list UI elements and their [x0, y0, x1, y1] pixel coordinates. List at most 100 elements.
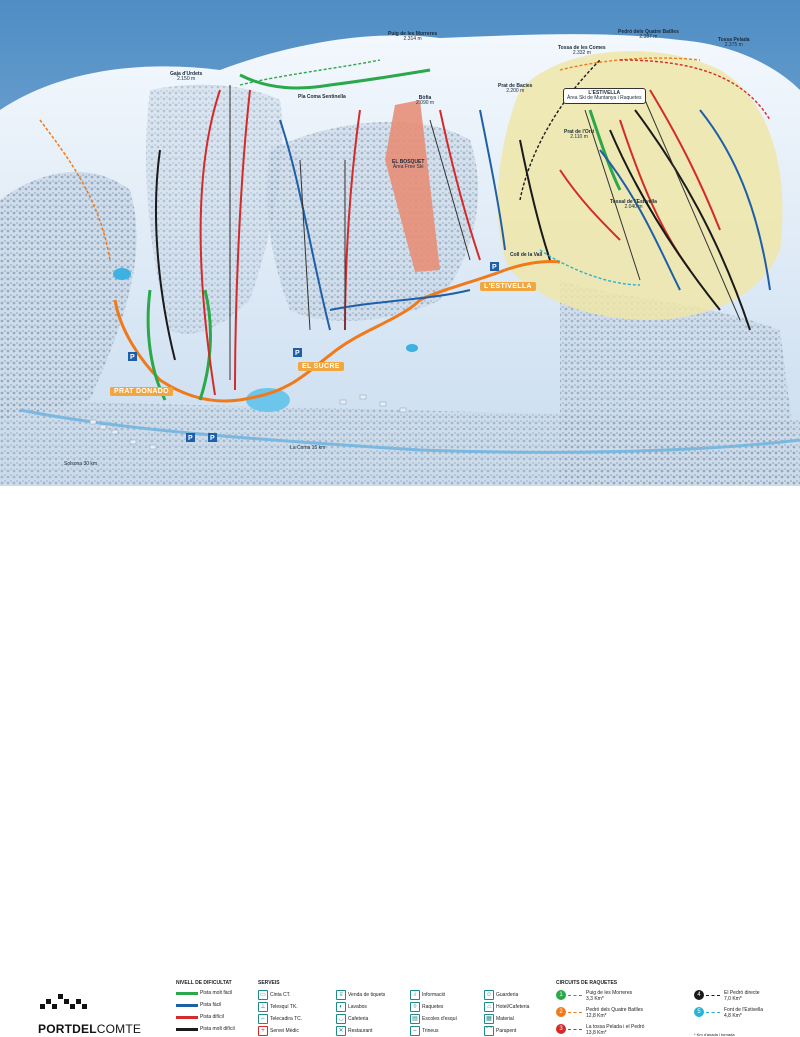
sled-icon: ⌣ [410, 1026, 420, 1036]
equipment-icon: ▦ [484, 1014, 494, 1024]
valley-road [19, 408, 800, 454]
service-label: Material [496, 1016, 514, 1022]
service-label: Cafeteria [348, 1016, 369, 1022]
medical-icon: + [258, 1026, 268, 1036]
ticket-icon: ≡ [336, 990, 346, 1000]
forest-upper [146, 84, 283, 334]
service-label: Raquetes [422, 1004, 444, 1010]
trail-west [39, 119, 111, 261]
nursery-icon: ☺ [484, 990, 494, 1000]
freeski-zone [385, 100, 440, 272]
school-icon: ▤ [410, 1014, 420, 1024]
svg-text:P: P [130, 354, 135, 361]
cafe-icon: ◡ [336, 1014, 346, 1024]
circuit-5-line [706, 1012, 720, 1013]
svg-text:P: P [210, 435, 215, 442]
circuit-1-line [568, 995, 582, 996]
circuit-3-line [568, 1029, 582, 1030]
service-label: Hotel/Cafeteria [496, 1004, 530, 1010]
access-road-estivella [504, 260, 561, 272]
parking-icons: P P P P P [128, 262, 499, 442]
service-label: Guarderia [496, 992, 519, 998]
belt-icon: ▭ [258, 990, 268, 1000]
service-label: Telecadira TC. [270, 1016, 303, 1022]
snowshoe-icon: ◊ [410, 1002, 420, 1012]
difficulty-swatch-green [176, 992, 198, 995]
service-label: Informació [422, 992, 446, 998]
pistes-red [199, 89, 721, 396]
service-label: Telesquí TK. [270, 1004, 298, 1010]
service-label: Lavabos [348, 1004, 367, 1010]
pond-icon [406, 344, 418, 352]
road-solsona: Solsona 30 km [64, 461, 98, 467]
circuits-title: CIRCUITS DE RAQUETES [556, 980, 618, 986]
svg-text:P: P [295, 350, 300, 357]
circuit-5-badge: 5 [694, 1007, 704, 1017]
area-prat-donado: PRAT DONADO [110, 387, 173, 396]
hotel-icon: ⌂ [484, 1002, 494, 1012]
label-pla-coma: Pla Coma Sentinella [298, 94, 346, 100]
info-icon: i [410, 990, 420, 1000]
toilet-icon: ◐ [336, 1002, 346, 1012]
svg-text:P: P [492, 264, 497, 271]
difficulty-label: Pista fàcil [200, 1002, 222, 1008]
draglift-icon: ⊥ [258, 1002, 268, 1012]
paraglide-icon: ⌒ [484, 1026, 494, 1036]
road-la-coma: La Coma 15 km [290, 445, 326, 451]
reservoir-icon [246, 388, 290, 412]
circuit-4-badge: 4 [694, 990, 704, 1000]
circuits-note: * Km d'anada i tornada [694, 1032, 735, 1037]
difficulty-label: Pista molt fàcil [200, 990, 233, 996]
forest-west [0, 171, 137, 420]
area-el-sucre: EL SUCRE [298, 362, 344, 371]
peak-coll-vall: Coll de la Vall [510, 252, 543, 258]
service-label: Venda de tiquets [348, 992, 386, 998]
circuit-2-line [568, 1012, 582, 1013]
service-label: Parapent [496, 1028, 517, 1034]
difficulty-title: NIVELL DE DIFICULTAT [176, 980, 232, 986]
brand-logo-icon [40, 994, 87, 1009]
circuit-1-badge: 1 [556, 990, 566, 1000]
difficulty-label: Pista difícil [200, 1014, 224, 1020]
service-label: Servei Mèdic [270, 1028, 299, 1034]
legend: PORTDELCOMTE NIVELL DE DIFICULTAT Pista … [0, 486, 800, 1037]
pistes-blue [279, 109, 771, 331]
pistes-black [154, 109, 751, 361]
service-label: Trineus [422, 1028, 439, 1034]
service-label: Escoles d'esquí [422, 1016, 457, 1022]
difficulty-label: Pista molt difícil [200, 1026, 235, 1032]
restaurant-icon: ✕ [336, 1026, 346, 1036]
lifts [229, 85, 741, 380]
service-label: Cinta CT. [270, 992, 291, 998]
circuit-3-badge: 3 [556, 1024, 566, 1034]
snowshoe-circuits [239, 57, 771, 286]
service-label: Restaurant [348, 1028, 373, 1034]
village-buildings [89, 394, 407, 450]
ski-map-artwork: P P P P P [0, 0, 800, 486]
difficulty-swatch-black [176, 1028, 198, 1031]
services-title: SERVEIS [258, 980, 280, 986]
difficulty-swatch-blue [176, 1004, 198, 1007]
circuit-4-line [706, 995, 720, 996]
area-lestivella: L'ESTIVELLA [480, 282, 536, 291]
valley-forest [0, 400, 800, 486]
difficulty-swatch-red [176, 1016, 198, 1019]
circuit-2-badge: 2 [556, 1007, 566, 1017]
